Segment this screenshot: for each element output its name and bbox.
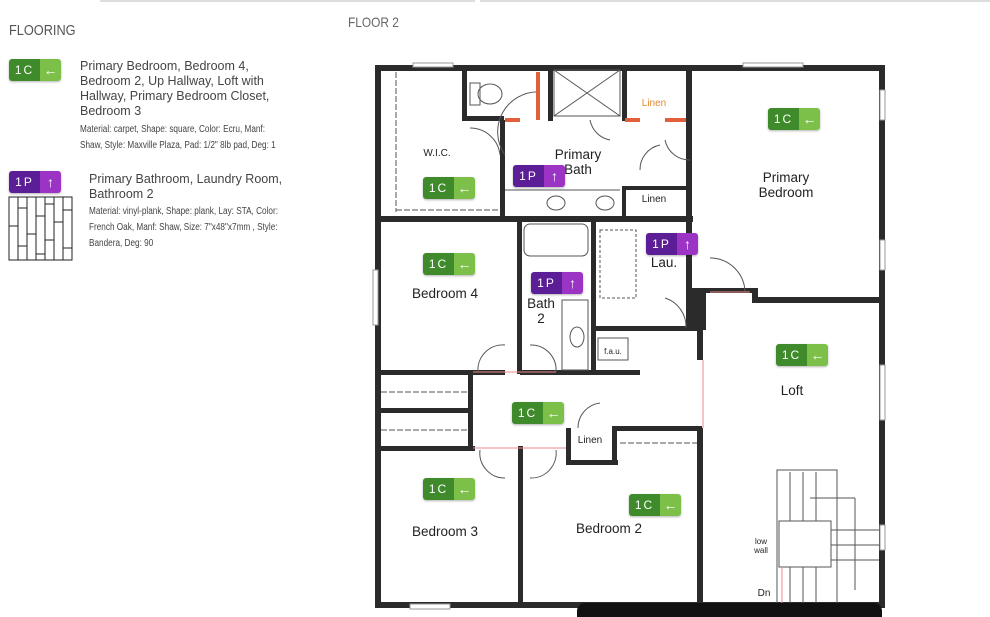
badge-code: 1P [513, 165, 544, 187]
stairs-down-label: Dn [757, 588, 771, 599]
arrow-left-icon: ← [454, 177, 475, 199]
room-label-bedroom2: Bedroom 2 [575, 521, 643, 536]
legend-plank-details: Bandera, Deg: 90 [89, 238, 154, 249]
room-label-linen: Linen [641, 98, 667, 109]
arrow-left-icon: ← [807, 344, 828, 366]
arrow-left-icon: ← [543, 402, 564, 424]
legend-plank-details: Material: vinyl-plank, Shape: plank, Lay… [89, 206, 278, 217]
legend-carpet-rooms: Primary Bedroom, Bedroom 4, Bedroom 2, U… [80, 59, 270, 118]
windows [372, 62, 886, 610]
room-label-linen: Linen [641, 194, 667, 205]
arrow-left-icon: ← [454, 478, 475, 500]
flooring-badge-carpet[interactable]: 1C← [512, 402, 564, 424]
arrow-up-icon: ↑ [544, 165, 565, 187]
arrow-up-icon: ↑ [40, 171, 61, 193]
room-label-bedroom3: Bedroom 3 [411, 524, 479, 539]
room-label-laundry: Lau. [650, 255, 678, 270]
badge-code: 1C [776, 344, 807, 366]
bottom-toolbar [577, 603, 882, 617]
badge-code: 1C [423, 177, 454, 199]
flooring-badge-plank[interactable]: 1P↑ [646, 233, 698, 255]
arrow-up-icon: ↑ [677, 233, 698, 255]
badge-code: 1P [646, 233, 677, 255]
room-label-loft: Loft [780, 383, 804, 398]
flooring-badge-carpet[interactable]: 1C← [776, 344, 828, 366]
room-label-linen: Linen [577, 435, 603, 446]
arrow-left-icon: ← [454, 253, 475, 275]
legend-plank-rooms: Primary Bathroom, Laundry Room, Bathroom… [89, 172, 283, 201]
plank-pattern-icon [8, 196, 73, 261]
legend-badge-plank[interactable]: 1P↑ [9, 171, 61, 193]
arrow-left-icon: ← [660, 494, 681, 516]
floor-title: FLOOR 2 [348, 14, 399, 30]
flooring-badge-carpet[interactable]: 1C← [629, 494, 681, 516]
flooring-badge-plank[interactable]: 1P↑ [513, 165, 565, 187]
legend-carpet-details: Material: carpet, Shape: square, Color: … [80, 124, 266, 135]
openings [473, 291, 783, 605]
flooring-badge-plank[interactable]: 1P↑ [531, 272, 583, 294]
badge-code: 1C [512, 402, 543, 424]
flooring-badge-carpet[interactable]: 1C← [768, 108, 820, 130]
flooring-badge-carpet[interactable]: 1C← [423, 253, 475, 275]
room-label-wic: W.I.C. [423, 148, 451, 159]
flooring-title: FLOORING [9, 22, 76, 39]
badge-code: 1C [768, 108, 799, 130]
top-divider [480, 0, 990, 2]
badge-code: 1P [531, 272, 562, 294]
badge-code: 1C [423, 253, 454, 275]
arrow-up-icon: ↑ [562, 272, 583, 294]
arrow-left-icon: ← [799, 108, 820, 130]
top-divider [100, 0, 475, 2]
room-label-fau: f.a.u. [604, 347, 622, 356]
low-wall-label: low wall [754, 537, 768, 555]
badge-code: 1C [629, 494, 660, 516]
room-label-bath2: Bath 2 [527, 296, 555, 326]
badge-code: 1C [423, 478, 454, 500]
flooring-badge-carpet[interactable]: 1C← [423, 177, 475, 199]
room-label-primary-bedroom: Primary Bedroom [758, 170, 814, 200]
flooring-badge-carpet[interactable]: 1C← [423, 478, 475, 500]
badge-code: 1C [9, 59, 40, 81]
legend-plank-details: French Oak, Manf: Shaw, Size: 7"x48"x7mm… [89, 222, 278, 233]
legend-badge-carpet[interactable]: 1C← [9, 59, 61, 81]
legend-carpet-details: Shaw, Style: Maxville Plaza, Pad: 1/2" 8… [80, 140, 276, 151]
room-label-primary-bath: Primary Bath [554, 147, 602, 177]
fixtures [381, 69, 879, 606]
badge-code: 1P [9, 171, 40, 193]
arrow-left-icon: ← [40, 59, 61, 81]
room-label-bedroom4: Bedroom 4 [411, 286, 479, 301]
door-accents [505, 72, 686, 122]
